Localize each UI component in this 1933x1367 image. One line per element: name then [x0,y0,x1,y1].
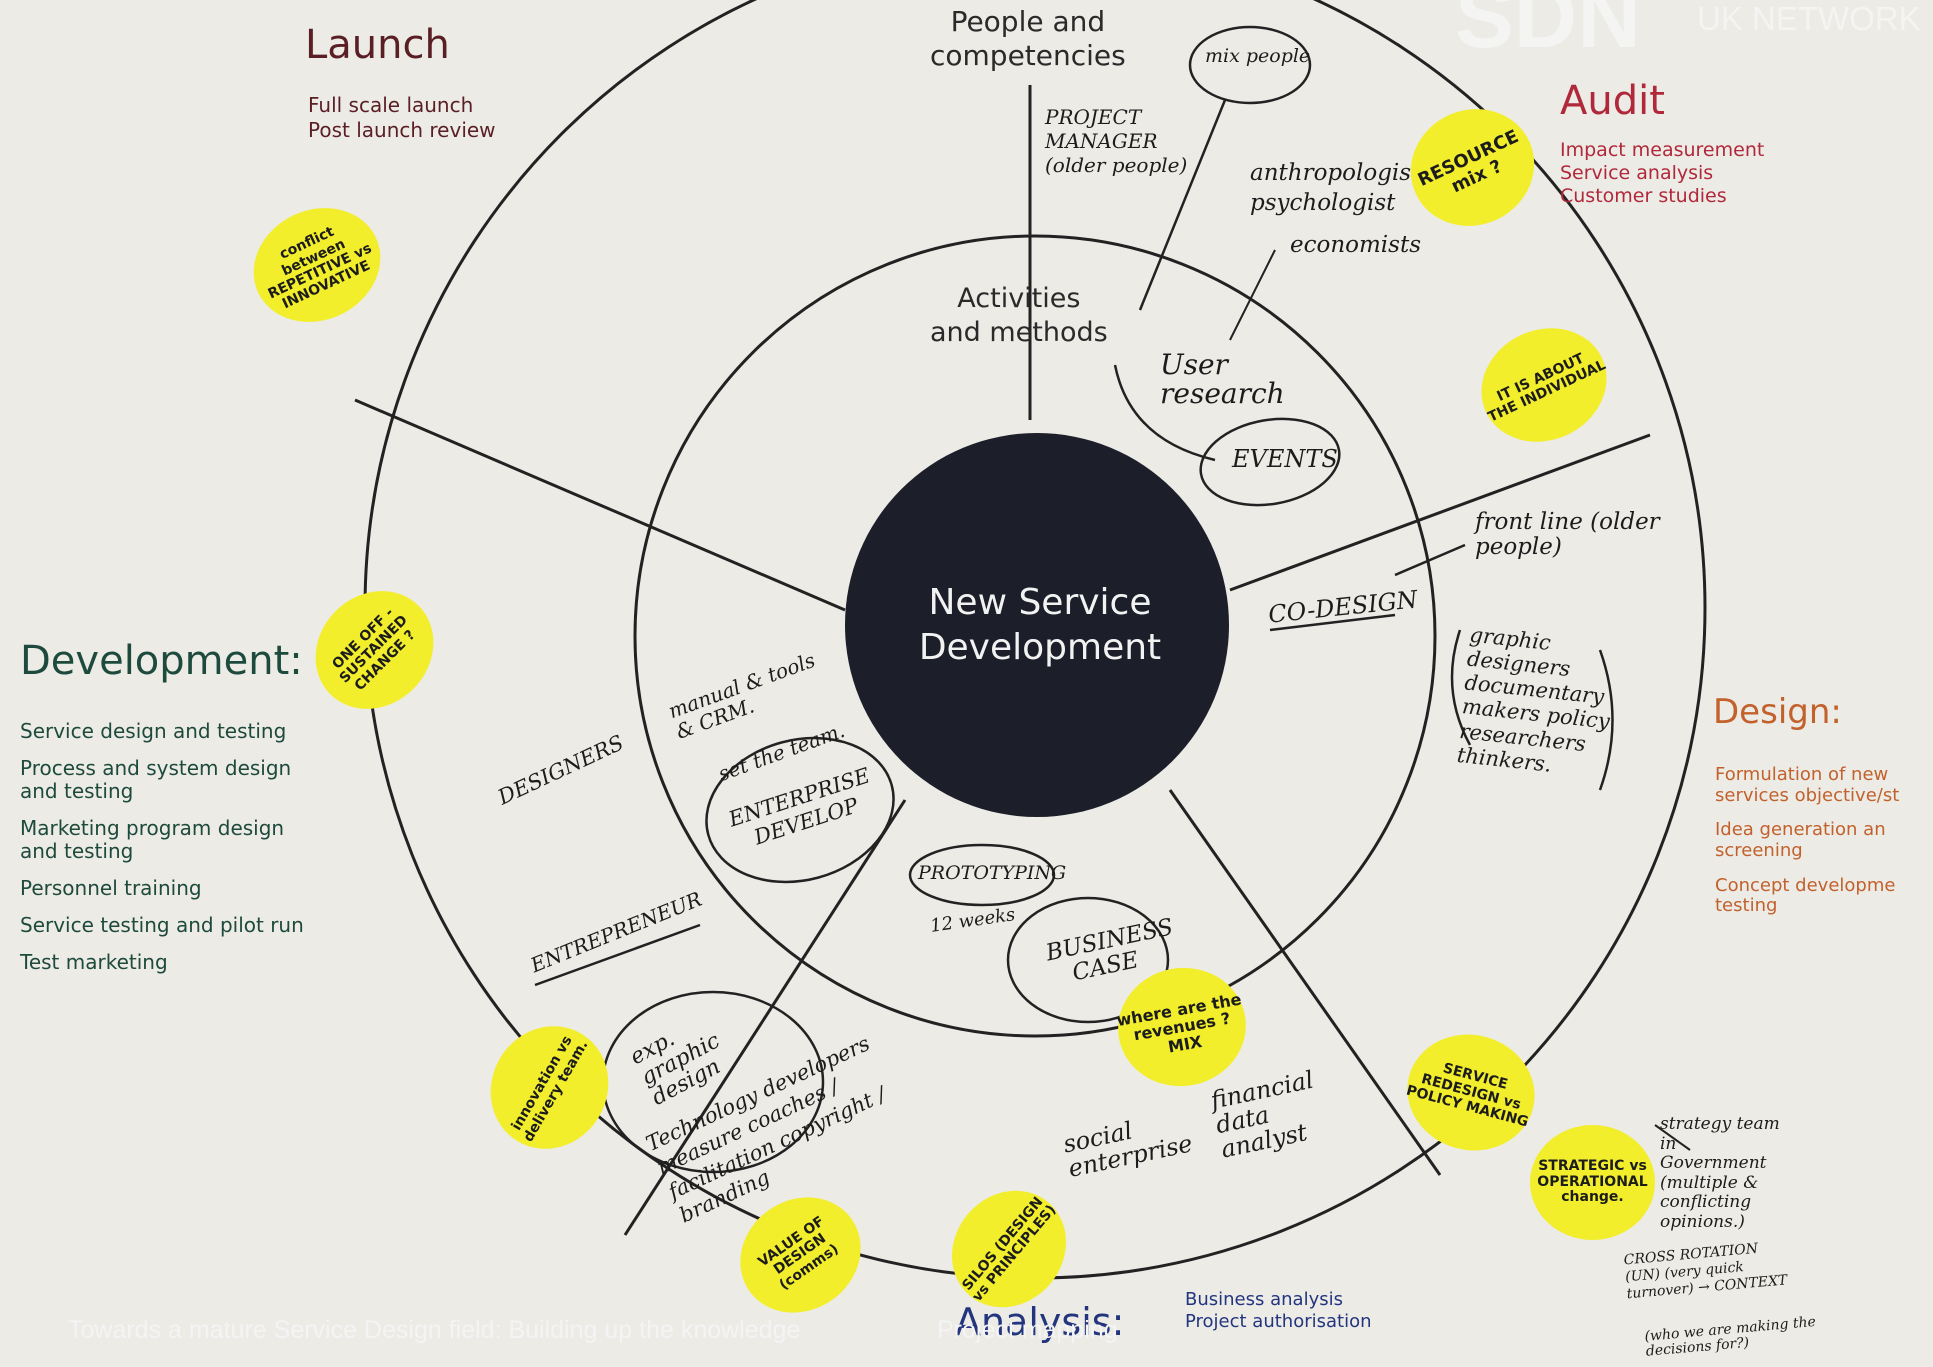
note-project-manager: PROJECT MANAGER (older people) [1045,105,1188,177]
note-anthropologist: anthropologist [1250,160,1421,186]
phase-audit-items: Impact measurement Service analysis Cust… [1560,139,1765,209]
center-title-line2: Development [918,627,1162,668]
divider-bottom-right [1168,789,1442,1176]
phase-item: Test marketing [20,950,168,974]
phase-item: Impact measurement [1560,139,1765,161]
events-circle [1199,417,1341,507]
phase-item: Personnel training [20,876,202,900]
note-user-research: User research [1160,348,1285,411]
phase-item: Full scale launch [308,93,474,117]
underline-co-design [1269,613,1396,632]
footer-section: Project mapping [937,1316,1118,1344]
phase-design-items: Formulation of new services objective/st… [1715,764,1925,931]
phase-analysis-items: Business analysis Project authorisation [1185,1289,1372,1333]
phase-item: Idea generation an screening [1715,819,1886,862]
divider-left [354,398,846,612]
ring-label-activities-line1: Activities [957,283,1081,314]
phase-item: Customer studies [1560,184,1727,207]
phase-launch-title: Launch [305,22,450,68]
line-to-economists [1229,249,1276,341]
ring-label-activities: Activities and methods [930,282,1108,350]
center-title-line1: New Service [928,582,1152,623]
phase-item: Marketing program design and testing [20,816,285,863]
business-case-circle [1006,896,1170,1024]
brace-designers-right [1598,649,1614,791]
phase-item: Project authorisation [1185,1310,1372,1332]
phase-item: Formulation of new services objective/st [1715,764,1900,806]
arrow-events-to-methods [1113,364,1216,462]
underline-entrepreneur [534,923,701,987]
ring-label-activities-line2: and methods [930,316,1108,348]
note-events: EVENTS [1232,445,1338,473]
phase-item: Service analysis [1560,161,1714,184]
center-title: New Service Development [890,580,1190,670]
phase-development-items: Service design and testing Process and s… [20,720,320,988]
middle-ring [633,234,1437,1038]
phase-item: Service testing and pilot run [20,913,304,937]
phase-item: Process and system design and testing [20,756,292,803]
ring-label-people: People and competencies [930,5,1126,72]
uk-network-watermark: UK NETWORK [1697,0,1921,37]
ring-label-people-line2: competencies [930,38,1126,72]
sdn-logo-watermark: SDN [1455,0,1641,66]
phase-audit-title: Audit [1560,78,1665,124]
footer-caption: Towards a mature Service Design field: B… [68,1316,801,1344]
note-psychologist: psychologist [1250,190,1396,216]
phase-item: Service design and testing [20,719,287,743]
phase-launch-items: Full scale launch Post launch review [308,94,496,144]
arrow-events-to-people [1138,99,1227,311]
mix-people-circle [1188,25,1312,105]
ring-label-people-line1: People and [950,5,1106,38]
phase-analysis-title: Analysis: [955,1300,1125,1344]
phase-item: Post launch review [308,118,496,142]
arrow-codesign-frontline [1394,543,1466,577]
note-mix-people: mix people [1205,45,1311,67]
divider-right [1229,433,1651,592]
line-mix-strategy [1654,1124,1691,1151]
phase-item: Business analysis [1185,1289,1343,1310]
enterprise-circle [705,736,895,884]
center-disc [845,433,1229,817]
phase-item: Concept developme testing [1715,874,1896,917]
sticky-note: STRATEGIC vs OPERATIONAL change. [1530,1125,1655,1240]
note-graphic-designers: graphic designers documentary makers pol… [1455,622,1611,777]
brace-designers [1450,629,1472,746]
note-prototyping: PROTOTYPING [918,862,1067,884]
note-front-line: front line (older people) [1475,509,1660,561]
prototyping-circle [908,843,1056,907]
divider-bottom-left [623,799,907,1236]
phase-development-title: Development: [20,638,303,684]
phase-design-title: Design: [1713,692,1842,732]
note-economists: economists [1290,232,1422,258]
note-strategy-team: strategy team in Government (multiple & … [1660,1114,1780,1232]
